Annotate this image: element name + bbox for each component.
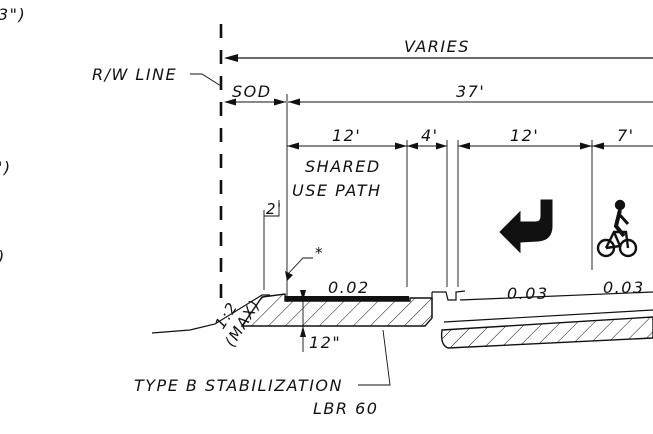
curb-and-gutter	[432, 290, 466, 301]
slope-path-label: 0.02	[328, 278, 370, 297]
edge-label-mid: ')	[0, 158, 12, 177]
use-path-label: USE PATH	[292, 181, 382, 200]
roadway-base-top	[443, 309, 653, 323]
stabilization-leader	[358, 329, 391, 386]
lbr-label: LBR 60	[313, 399, 378, 418]
dim-12-path-arrow-left	[287, 142, 299, 150]
turn-arrow-icon	[499, 199, 553, 254]
dim-12in-label: 12"	[309, 333, 341, 352]
shared-label: SHARED	[305, 157, 381, 176]
path-pavement	[285, 296, 409, 301]
varies-arrowhead	[224, 54, 238, 62]
sod-arrowhead-right	[274, 98, 286, 106]
existing-ground-line	[151, 294, 270, 334]
asterisk-label: *	[315, 244, 324, 262]
dim-12-lane-arrow-left	[458, 142, 470, 150]
stabilization-label: TYPE B STABILIZATION	[134, 376, 343, 395]
sod-label: SOD	[232, 82, 272, 101]
dim-37-label: 37'	[456, 82, 485, 101]
rw-line-label: R/W LINE	[92, 65, 177, 84]
roadway-base-course	[440, 316, 653, 349]
asterisk-arrowhead	[285, 271, 293, 281]
dim-12in-arrow-top	[300, 290, 306, 301]
dim-2-leader	[264, 200, 280, 217]
slope-lane-label: 0.03	[507, 284, 549, 303]
edge-label-top: 3")	[0, 5, 26, 24]
dim-12-path-label: 12'	[332, 126, 361, 145]
dim-37-arrowhead	[288, 98, 300, 106]
dim-7-arrow-left	[592, 142, 604, 150]
dim-4-label: 4'	[421, 126, 439, 145]
dim-12-lane-label: 12'	[510, 126, 539, 145]
dim-4-arrow-right	[436, 142, 447, 150]
roadway-surface	[459, 291, 653, 301]
dim-4-arrow-left	[407, 142, 418, 150]
dim-12-path-arrow-right	[395, 142, 407, 150]
dim-12-lane-arrow-right	[580, 142, 592, 150]
sod-arrowhead-left	[224, 98, 236, 106]
bicycle-icon	[596, 199, 638, 258]
dim-12in-arrow-bottom	[300, 326, 306, 337]
rw-line-leader	[190, 73, 222, 87]
asterisk-leader	[285, 257, 313, 277]
dim-7-label: 7'	[617, 126, 635, 145]
dim-2-label: 2'	[266, 200, 283, 218]
edge-label-low: )	[0, 247, 6, 266]
varies-label: VARIES	[404, 37, 470, 56]
